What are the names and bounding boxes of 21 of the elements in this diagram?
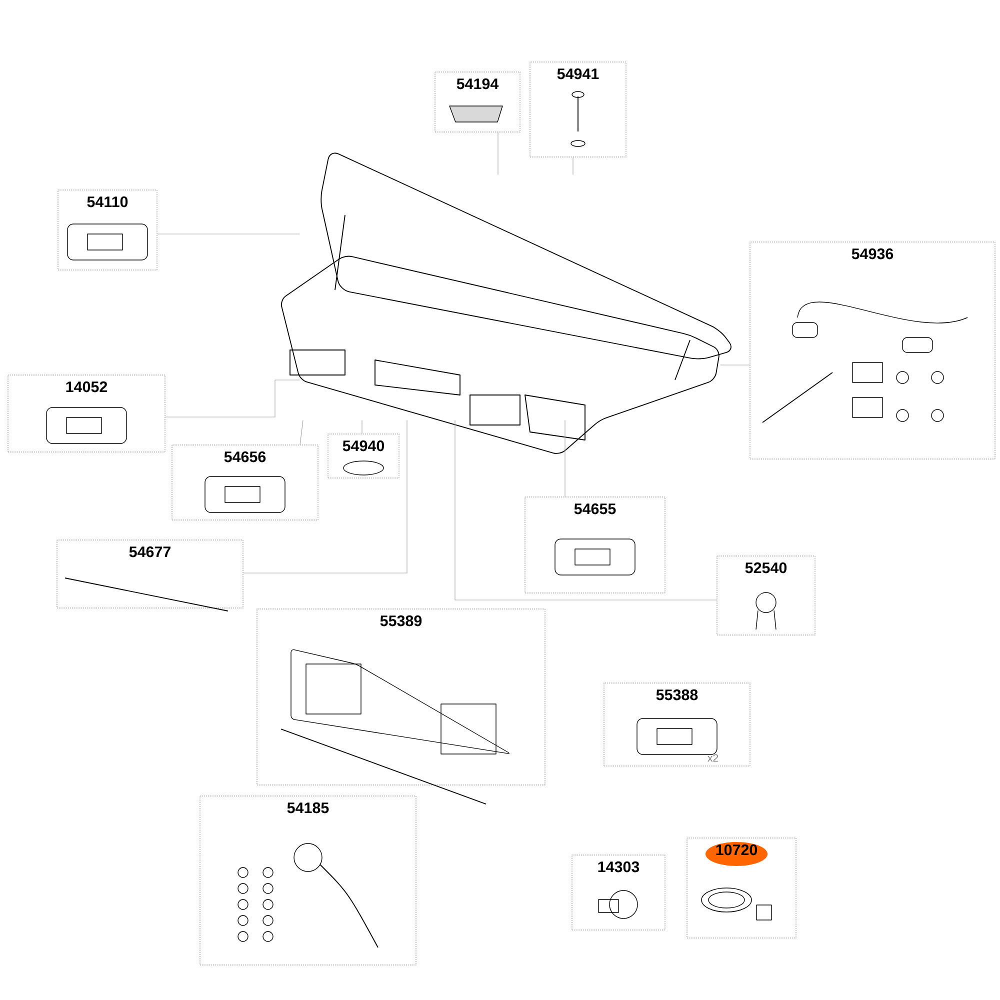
part-box: 54940 [328, 434, 400, 478]
leader-line [720, 364, 750, 366]
part-box: 54936 [750, 242, 996, 460]
leader-line [165, 380, 300, 418]
cargo-box-drawing [281, 152, 732, 454]
leader-line [572, 157, 574, 176]
part-box: 54656 [172, 444, 318, 520]
part-box: 54185 [200, 796, 416, 966]
part-box: 55388 x2 [604, 682, 750, 766]
part-box: 14052 [8, 374, 166, 452]
part-box: 54110 [58, 190, 158, 270]
part-box: 10720 [686, 838, 796, 938]
leader-line [300, 420, 304, 445]
part-box: 54194 [434, 72, 520, 132]
part-box: 54655 [524, 496, 666, 594]
part-box: 54941 [530, 62, 626, 158]
leader-line [564, 420, 566, 497]
part-box: 14303 [572, 854, 666, 930]
leader-line [243, 420, 408, 574]
leader-line [454, 420, 717, 600]
part-box: 52540 [716, 556, 816, 636]
